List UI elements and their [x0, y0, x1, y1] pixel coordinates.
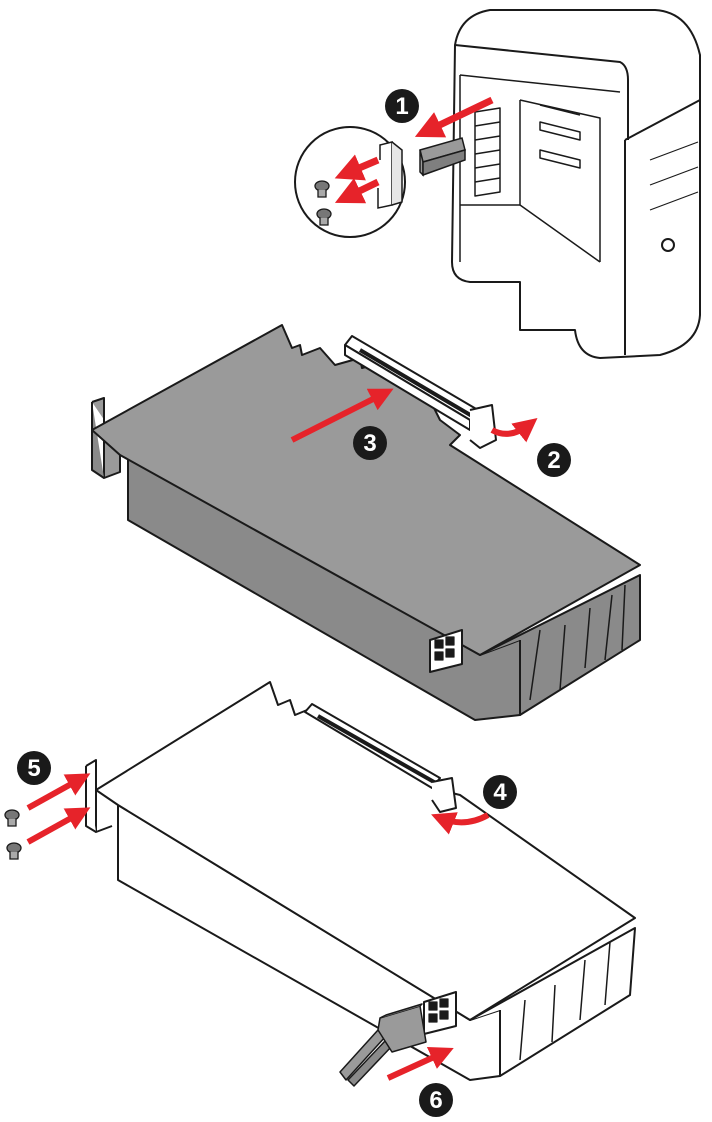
arrow-step-2 [490, 418, 538, 443]
screw-icon [4, 809, 20, 827]
arrow-step-6 [386, 1047, 454, 1081]
arrow-step-3 [290, 388, 394, 443]
step-badge-4: 4 [483, 775, 517, 809]
step-number: 4 [493, 779, 507, 806]
slot-cover [419, 137, 466, 177]
step-badge-1: 1 [385, 89, 419, 123]
step-badge-3: 3 [353, 426, 387, 460]
screw-icon [6, 842, 22, 860]
step-badge-5: 5 [17, 751, 51, 785]
step-number: 5 [27, 755, 40, 782]
step-number: 2 [547, 447, 560, 474]
zoom-detail-circle [294, 126, 406, 238]
arrows-step-5 [26, 773, 91, 845]
pcie-slot-middle [344, 335, 497, 449]
power-cable [339, 1003, 427, 1087]
graphics-card-middle [91, 324, 641, 721]
step-badge-6: 6 [419, 1083, 453, 1117]
screw-icon [316, 208, 332, 226]
pcie-slot-bottom [304, 703, 457, 813]
step-number: 6 [429, 1087, 442, 1114]
arrows-step-1 [334, 96, 494, 204]
step-badge-2: 2 [537, 443, 571, 477]
pc-case [451, 9, 701, 359]
expansion-slots [474, 104, 581, 197]
step-number: 3 [363, 430, 376, 457]
arrow-step-4 [431, 812, 490, 835]
step-number: 1 [395, 93, 408, 120]
screw-icon [314, 180, 330, 198]
